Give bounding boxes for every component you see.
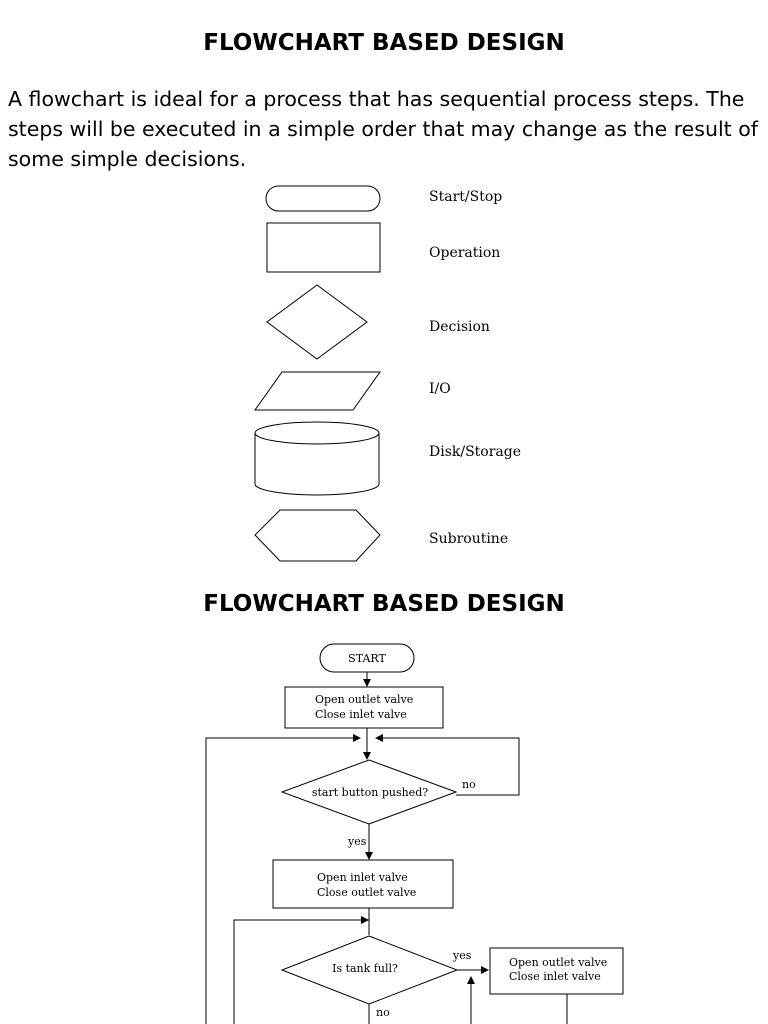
section-title: FLOWCHART BASED DESIGN bbox=[203, 591, 565, 617]
page-title: FLOWCHART BASED DESIGN bbox=[203, 30, 565, 56]
step3-line1: Open outlet valve bbox=[509, 956, 607, 969]
step3-line2: Close inlet valve bbox=[509, 970, 601, 983]
intro-paragraph: A flowchart is ideal for a process that … bbox=[8, 87, 758, 171]
inner-loop-line bbox=[233, 916, 369, 1024]
decision1-no-loop bbox=[375, 734, 520, 796]
decision1-label: start button pushed? bbox=[312, 786, 428, 799]
decision2-no-label: no bbox=[376, 1006, 390, 1019]
step1-line2: Close inlet valve bbox=[315, 708, 407, 721]
step1-line1: Open outlet valve bbox=[315, 693, 413, 706]
step3-box bbox=[489, 947, 624, 995]
subroutine-label: Subroutine bbox=[429, 531, 508, 547]
decision1-no-label: no bbox=[462, 778, 476, 791]
io-label: I/O bbox=[429, 381, 451, 397]
tank-flowchart: START Open outlet valve Close inlet valv… bbox=[205, 643, 624, 1024]
loop-back-line bbox=[205, 734, 361, 1024]
start-label: START bbox=[348, 652, 386, 665]
disk-storage-label: Disk/Storage bbox=[429, 444, 521, 460]
decision-symbol bbox=[266, 284, 368, 360]
start-stop-symbol bbox=[265, 185, 381, 212]
step2-line1: Open inlet valve bbox=[317, 871, 408, 884]
io-symbol bbox=[254, 371, 381, 411]
step2-box bbox=[272, 859, 454, 909]
symbol-legend: Start/Stop Operation Decision I/O Disk/S… bbox=[254, 185, 521, 562]
step1-box bbox=[284, 686, 444, 729]
decision2-label: Is tank full? bbox=[332, 962, 398, 975]
disk-storage-symbol bbox=[254, 421, 380, 496]
start-stop-label: Start/Stop bbox=[429, 189, 502, 205]
operation-label: Operation bbox=[429, 245, 500, 261]
operation-symbol bbox=[266, 222, 381, 273]
step2-line2: Close outlet valve bbox=[317, 886, 416, 899]
subroutine-symbol bbox=[254, 509, 381, 562]
decision-label: Decision bbox=[429, 319, 490, 335]
decision2-yes-label: yes bbox=[452, 949, 472, 962]
decision1-yes-label: yes bbox=[347, 835, 367, 848]
